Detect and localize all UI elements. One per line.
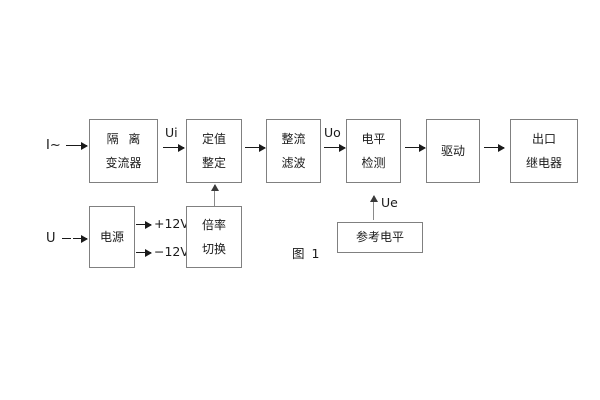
voltage-input-label: U (46, 231, 56, 246)
arrow-reference-to-level (369, 195, 378, 220)
block-power-supply-line1: 电源 (99, 229, 124, 244)
block-level-detect-line1: 电平 (361, 131, 386, 146)
rail-pos12v-label: +12V (154, 216, 189, 231)
block-setting-value[interactable]: 定值 整定 (186, 119, 242, 183)
current-input-arrow (66, 141, 88, 150)
block-multiplier-switch-line2: 切换 (201, 241, 226, 256)
arrow-rectify-to-level (324, 143, 346, 152)
rail-neg12v-label: −12V (154, 244, 189, 259)
block-isolation-ct[interactable]: 隔 离 变流器 (89, 119, 158, 183)
block-setting-value-line2: 整定 (201, 155, 226, 170)
signal-ue-label: Ue (381, 195, 398, 210)
block-setting-value-line1: 定值 (201, 131, 226, 146)
block-output-relay-line1: 出口 (531, 131, 556, 146)
arrow-setting-to-rectify (245, 143, 266, 152)
arrow-multiplier-to-setting (210, 184, 219, 206)
voltage-input-arrow (73, 234, 88, 243)
arrow-level-to-driver (405, 143, 426, 152)
block-reference-level-line1: 参考电平 (355, 230, 404, 245)
block-driver-line1: 驱动 (440, 143, 465, 158)
block-level-detect-line2: 检测 (361, 155, 386, 170)
signal-ui-label: Ui (165, 125, 178, 140)
arrow-driver-to-relay (484, 143, 505, 152)
block-rectify-filter-line2: 滤波 (281, 155, 306, 170)
rail-neg12v-arrow (136, 248, 152, 257)
block-isolation-ct-line2: 变流器 (105, 155, 142, 170)
block-power-supply[interactable]: 电源 (89, 206, 135, 268)
current-input-label: I~ (46, 138, 61, 153)
block-output-relay[interactable]: 出口 继电器 (510, 119, 578, 183)
rail-pos12v-arrow (136, 220, 152, 229)
arrow-isolation-to-setting (163, 143, 185, 152)
block-multiplier-switch-line1: 倍率 (201, 217, 226, 232)
figure-caption: 图 1 (292, 246, 321, 261)
block-rectify-filter-line1: 整流 (281, 131, 306, 146)
block-driver[interactable]: 驱动 (426, 119, 480, 183)
block-rectify-filter[interactable]: 整流 滤波 (266, 119, 321, 183)
voltage-input-dash (62, 238, 71, 239)
block-output-relay-line2: 继电器 (525, 155, 562, 170)
block-isolation-ct-line1: 隔 离 (106, 131, 144, 146)
signal-uo-label: Uo (324, 125, 341, 140)
block-reference-level[interactable]: 参考电平 (337, 222, 423, 253)
block-multiplier-switch[interactable]: 倍率 切换 (186, 206, 242, 268)
block-level-detect[interactable]: 电平 检测 (346, 119, 401, 183)
